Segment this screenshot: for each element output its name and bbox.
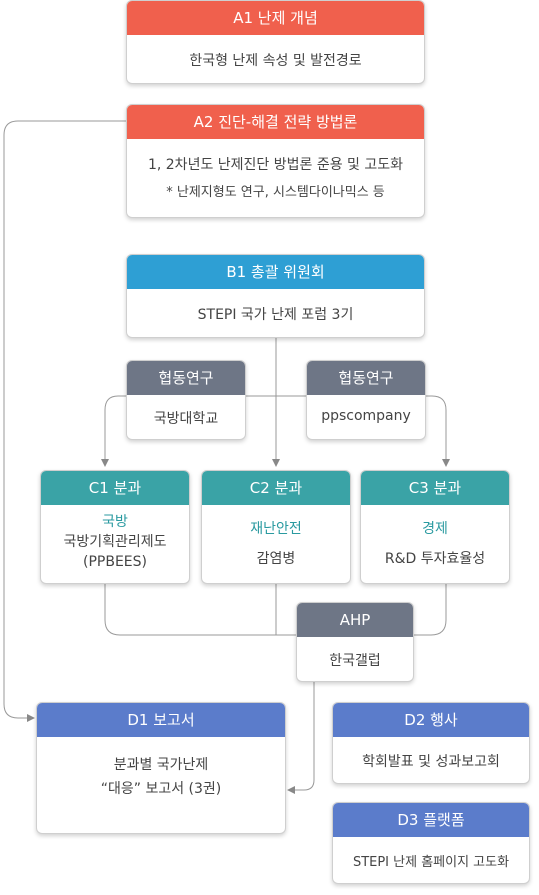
ahp-title: AHP (297, 603, 413, 637)
a2-to-d1-connector (3, 120, 126, 722)
c-loop-right (414, 584, 447, 636)
c1-topic: 국방 (102, 514, 128, 530)
d1-line2: “대응” 보고서 (3권) (100, 781, 222, 797)
b1-box: B1 총괄 위원회 STEPI 국가 난제 포럼 3기 (126, 254, 425, 338)
ahp-line1: 한국갤럽 (329, 653, 381, 669)
c2-line1: 감염병 (256, 551, 296, 567)
c3-box: C3 분과 경제 R&D 투자효율성 (360, 470, 510, 584)
b1-title: B1 총괄 위원회 (127, 255, 424, 289)
c3-title: C3 분과 (361, 471, 509, 505)
a1-title: A1 난제 개념 (127, 1, 424, 35)
a2-line1: 1, 2차년도 난제진단 방법론 준용 및 고도화 (147, 157, 404, 173)
coop-loop-right (426, 395, 450, 467)
c-loop-left (104, 584, 296, 636)
a2-title: A2 진단-해결 전략 방법론 (127, 105, 424, 139)
c3-topic: 경제 (422, 521, 448, 537)
d2-box: D2 행사 학회발표 및 성과보고회 (332, 702, 530, 784)
c3-line1: R&D 투자효율성 (384, 551, 486, 567)
a1-box: A1 난제 개념 한국형 난제 속성 및 발전경로 (126, 0, 425, 84)
d1-box: D1 보고서 분과별 국가난제 “대응” 보고서 (3권) (36, 702, 286, 834)
c1-line1: 국방기획관리제도 (63, 534, 167, 550)
a2-box: A2 진단-해결 전략 방법론 1, 2차년도 난제진단 방법론 준용 및 고도… (126, 104, 425, 218)
c2-box: C2 분과 재난안전 감염병 (201, 470, 351, 584)
d1-title: D1 보고서 (37, 703, 285, 737)
coop-left-title: 협동연구 (127, 361, 245, 395)
b1-line1: STEPI 국가 난제 포럼 3기 (197, 307, 354, 323)
a2-line2: * 난제지형도 연구, 시스템다이나믹스 등 (166, 185, 385, 200)
coop-right-box: 협동연구 ppscompany (306, 360, 426, 440)
coop-right-title: 협동연구 (307, 361, 425, 395)
coop-left-box: 협동연구 국방대학교 (126, 360, 246, 440)
d2-title: D2 행사 (333, 703, 529, 737)
d3-box: D3 플랫폼 STEPI 난제 홈페이지 고도화 (332, 802, 530, 884)
coop-right-line1: ppscompany (321, 408, 411, 424)
c1-box: C1 분과 국방 국방기획관리제도 (PPBEES) (40, 470, 190, 584)
d2-line1: 학회발표 및 성과보고회 (362, 754, 500, 770)
c1-line2: (PPBEES) (83, 554, 147, 570)
a1-line1: 한국형 난제 속성 및 발전경로 (189, 53, 362, 69)
c2-title: C2 분과 (202, 471, 350, 505)
c1-title: C1 분과 (41, 471, 189, 505)
ahp-box: AHP 한국갤럽 (296, 602, 414, 682)
coop-left-line1: 국방대학교 (153, 411, 219, 427)
c2-topic: 재난안전 (250, 521, 302, 537)
d3-line1: STEPI 난제 홈페이지 고도화 (352, 855, 510, 870)
ahp-to-d1-connector (287, 682, 315, 794)
d1-line1: 분과별 국가난제 (113, 757, 209, 773)
d3-title: D3 플랫폼 (333, 803, 529, 837)
coop-loop-left (101, 395, 126, 467)
